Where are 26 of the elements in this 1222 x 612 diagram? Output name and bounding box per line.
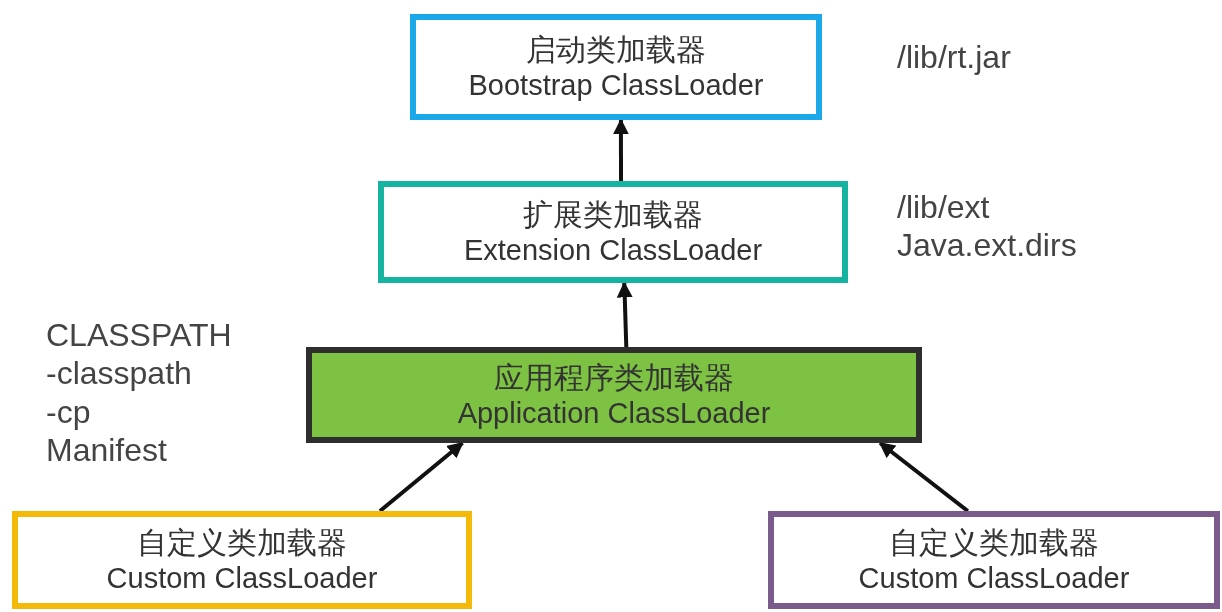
loader-box (12, 511, 472, 609)
path-note: -cp (46, 392, 92, 432)
arrow (616, 281, 633, 348)
loader-title: 启动类加载器 (526, 31, 706, 68)
loader-box (306, 347, 922, 443)
loader-name: Custom ClassLoader (858, 560, 1130, 596)
arrow (378, 441, 464, 513)
loader-title: 应用程序类加载器 (494, 359, 734, 396)
loader-title: 自定义类加载器 (137, 524, 347, 561)
loader-box (410, 14, 822, 120)
loader-name: Extension ClassLoader (463, 232, 763, 268)
loader-box (768, 511, 1220, 609)
loader-title: 扩展类加载器 (523, 196, 703, 233)
path-note: /lib/rt.jar (897, 38, 1011, 77)
path-note: Manifest (46, 431, 168, 470)
loader-box (378, 181, 848, 283)
loader-name: Application ClassLoader (457, 395, 771, 431)
arrow (878, 441, 969, 513)
path-note: -classpath (46, 354, 193, 393)
path-note: /lib/ext (897, 188, 991, 227)
arrow (612, 118, 629, 181)
path-note: CLASSPATH (46, 316, 232, 355)
path-note: Java.ext.dirs (897, 226, 1077, 265)
loader-name: Custom ClassLoader (106, 560, 378, 596)
loader-name: Bootstrap ClassLoader (468, 67, 764, 103)
loader-title: 自定义类加载器 (889, 524, 1099, 561)
